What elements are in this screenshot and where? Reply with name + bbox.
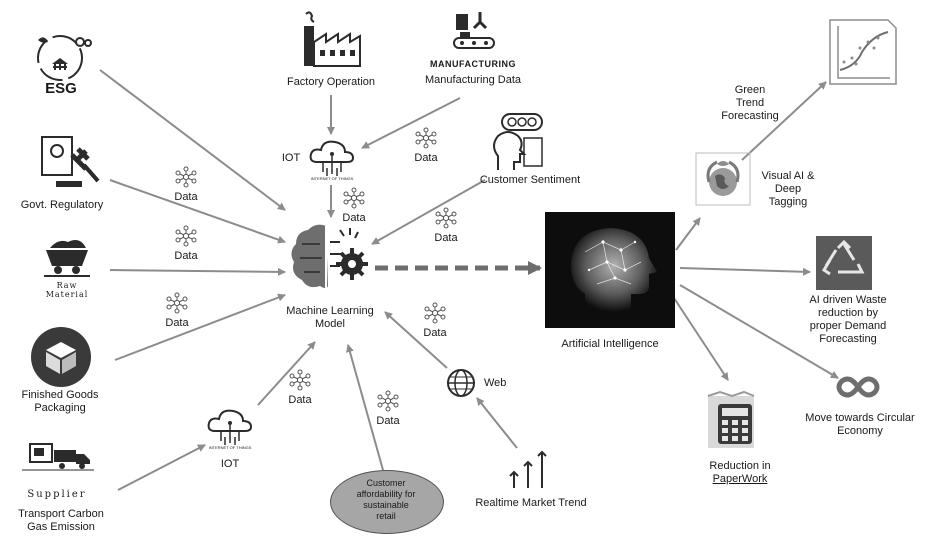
arrow-market-to-web <box>476 397 518 449</box>
data-label: Data <box>423 327 447 339</box>
supplier-label: Supplier <box>27 489 87 500</box>
govt-label: Govt. Regulatory <box>20 199 104 211</box>
data-network-icon <box>175 225 197 247</box>
arrow-sentiment-to-ml <box>371 179 486 245</box>
data-network-icon <box>377 390 399 412</box>
paperwork-line1: Reduction in <box>709 460 771 472</box>
arrow-govt-to-ml <box>109 179 286 244</box>
arrow-mfg-to-iot <box>361 97 461 149</box>
ai-head-icon <box>571 228 657 312</box>
supplier-truck-icon <box>22 443 94 471</box>
manufacturing-data-label: Manufacturing Data <box>425 74 521 86</box>
arrow-raw-to-ml <box>109 267 286 276</box>
globe-icon <box>447 369 475 397</box>
gavel-icon <box>41 136 100 187</box>
paperwork-calculator-icon <box>707 390 755 448</box>
data-label: Data <box>174 191 198 203</box>
data-network-icon <box>166 292 188 314</box>
factory-operation-label: Factory Operation <box>286 76 376 88</box>
manufacturing-badge: MANUFACTURING <box>430 59 516 69</box>
recycle-icon <box>816 236 872 290</box>
factory-icon <box>304 11 361 67</box>
arrow-esg-to-ml <box>99 69 286 211</box>
data-network-icon <box>415 127 437 149</box>
customer-sentiment-icon <box>493 113 543 170</box>
iot-cloud-icon-bottom <box>207 409 253 445</box>
paperwork-line2: PaperWork <box>712 473 768 485</box>
arrow-finished-to-ml <box>114 293 286 361</box>
customer-sentiment-label: Customer Sentiment <box>479 174 581 186</box>
arrow-web-to-ml <box>384 311 448 369</box>
market-trend-icon <box>509 450 547 488</box>
arrow-supplier-to-iot <box>117 444 206 491</box>
data-label: Data <box>174 250 198 262</box>
transport-label: Transport Carbon Gas Emission <box>18 508 104 533</box>
web-label: Web <box>484 377 507 389</box>
data-label: Data <box>376 415 400 427</box>
data-network-icon <box>343 187 365 209</box>
affordability-ellipse <box>330 470 444 534</box>
data-label: Data <box>414 152 438 164</box>
circular-economy-label: Move towards Circular Economy <box>805 412 915 437</box>
arrow-ai-to-paperwork <box>671 294 729 381</box>
arrow-green-to-chart <box>741 81 827 161</box>
ml-brain-gear-icon <box>291 224 368 288</box>
esg-label: ESG <box>45 80 77 97</box>
data-network-icon <box>289 369 311 391</box>
line-chart-icon <box>829 19 897 85</box>
data-label: Data <box>288 394 312 406</box>
circular-economy-icon <box>836 376 880 398</box>
esg-icon <box>37 35 92 81</box>
affordability-label: Customer affordability for sustainable r… <box>356 478 416 521</box>
manufacturing-icon <box>453 12 495 49</box>
iot-top-label: IOT <box>281 152 301 164</box>
ml-model-label: Machine Learning Model <box>286 305 374 330</box>
box-icon <box>31 327 91 387</box>
data-label: Data <box>434 232 458 244</box>
visual-ai-label: Visual AI & Deep Tagging <box>761 170 815 208</box>
market-trend-label: Realtime Market Trend <box>475 497 587 509</box>
data-label: Data <box>342 212 366 224</box>
arrow-iot-to-ml <box>257 341 316 406</box>
eco-globe-icon <box>695 152 751 206</box>
data-network-icon <box>175 166 197 188</box>
mining-cart-icon <box>44 240 90 277</box>
raw-material-label: Raw Material <box>45 281 89 299</box>
data-network-icon <box>424 302 446 324</box>
ai-label: Artificial Intelligence <box>561 338 659 350</box>
iot-bottom-caption: INTERNET OF THINGS <box>208 445 252 450</box>
finished-goods-label: Finished Goods Packaging <box>21 389 99 414</box>
iot-cloud-icon-top <box>309 140 355 176</box>
iot-top-caption: INTERNET OF THINGS <box>310 176 354 181</box>
ai-image <box>545 212 675 328</box>
data-label: Data <box>165 317 189 329</box>
arrow-ai-to-circular <box>679 284 839 379</box>
arrow-ai-to-waste <box>679 267 811 276</box>
arrow-ai-to-green <box>675 217 701 251</box>
arrow-affordability-to-ml <box>346 344 384 471</box>
waste-reduction-label: AI driven Waste reduction by proper Dema… <box>809 294 887 345</box>
green-trend-label: Green Trend Forecasting <box>721 84 779 122</box>
iot-bottom-label: IOT <box>220 458 240 470</box>
data-network-icon <box>435 207 457 229</box>
